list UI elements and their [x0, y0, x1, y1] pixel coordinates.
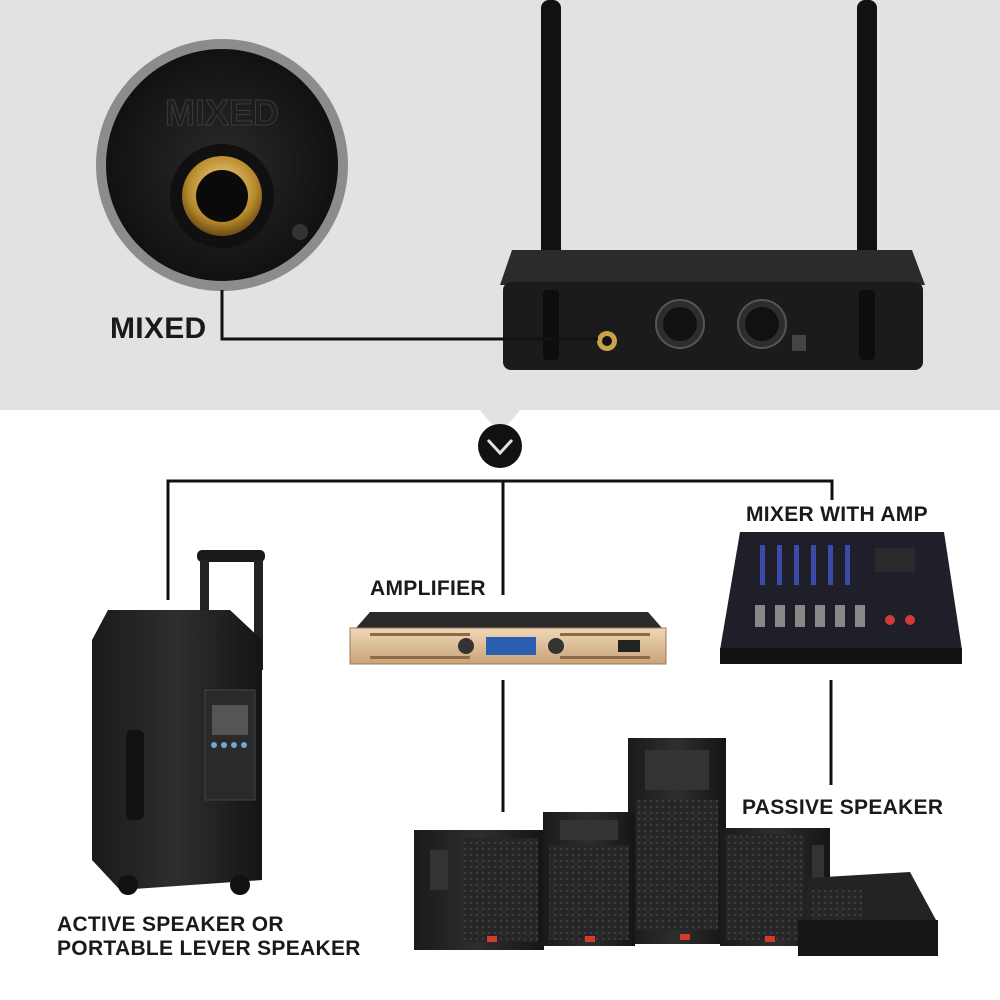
active-speaker-label-line1: ACTIVE SPEAKER OR	[57, 913, 284, 936]
mixer-device	[720, 532, 962, 664]
antenna-left-icon	[541, 0, 561, 290]
mixed-label: MIXED	[110, 312, 207, 345]
mixer-with-amp-label: MIXER WITH AMP	[746, 503, 928, 526]
amplifier-label: AMPLIFIER	[370, 577, 486, 600]
lcd-display-icon	[486, 637, 536, 655]
passive-speaker-label: PASSIVE SPEAKER	[742, 796, 944, 819]
connection-lines	[166, 290, 834, 812]
amplifier-device	[349, 612, 667, 665]
wireless-receiver	[500, 0, 925, 370]
dc-input-icon	[792, 335, 806, 351]
embossed-mixed-text: MIXED	[165, 92, 279, 133]
junction-node	[478, 424, 522, 468]
passive-speakers-group	[414, 738, 938, 956]
antenna-right-icon	[857, 0, 877, 290]
active-speaker-label-line2: PORTABLE LEVER SPEAKER	[57, 937, 361, 960]
chevron-down-icon	[486, 438, 514, 456]
active-speaker-device	[92, 550, 265, 895]
zoom-circle: MIXED	[96, 39, 348, 291]
active-speaker-label: ACTIVE SPEAKER OR PORTABLE LEVER SPEAKER	[57, 913, 361, 961]
